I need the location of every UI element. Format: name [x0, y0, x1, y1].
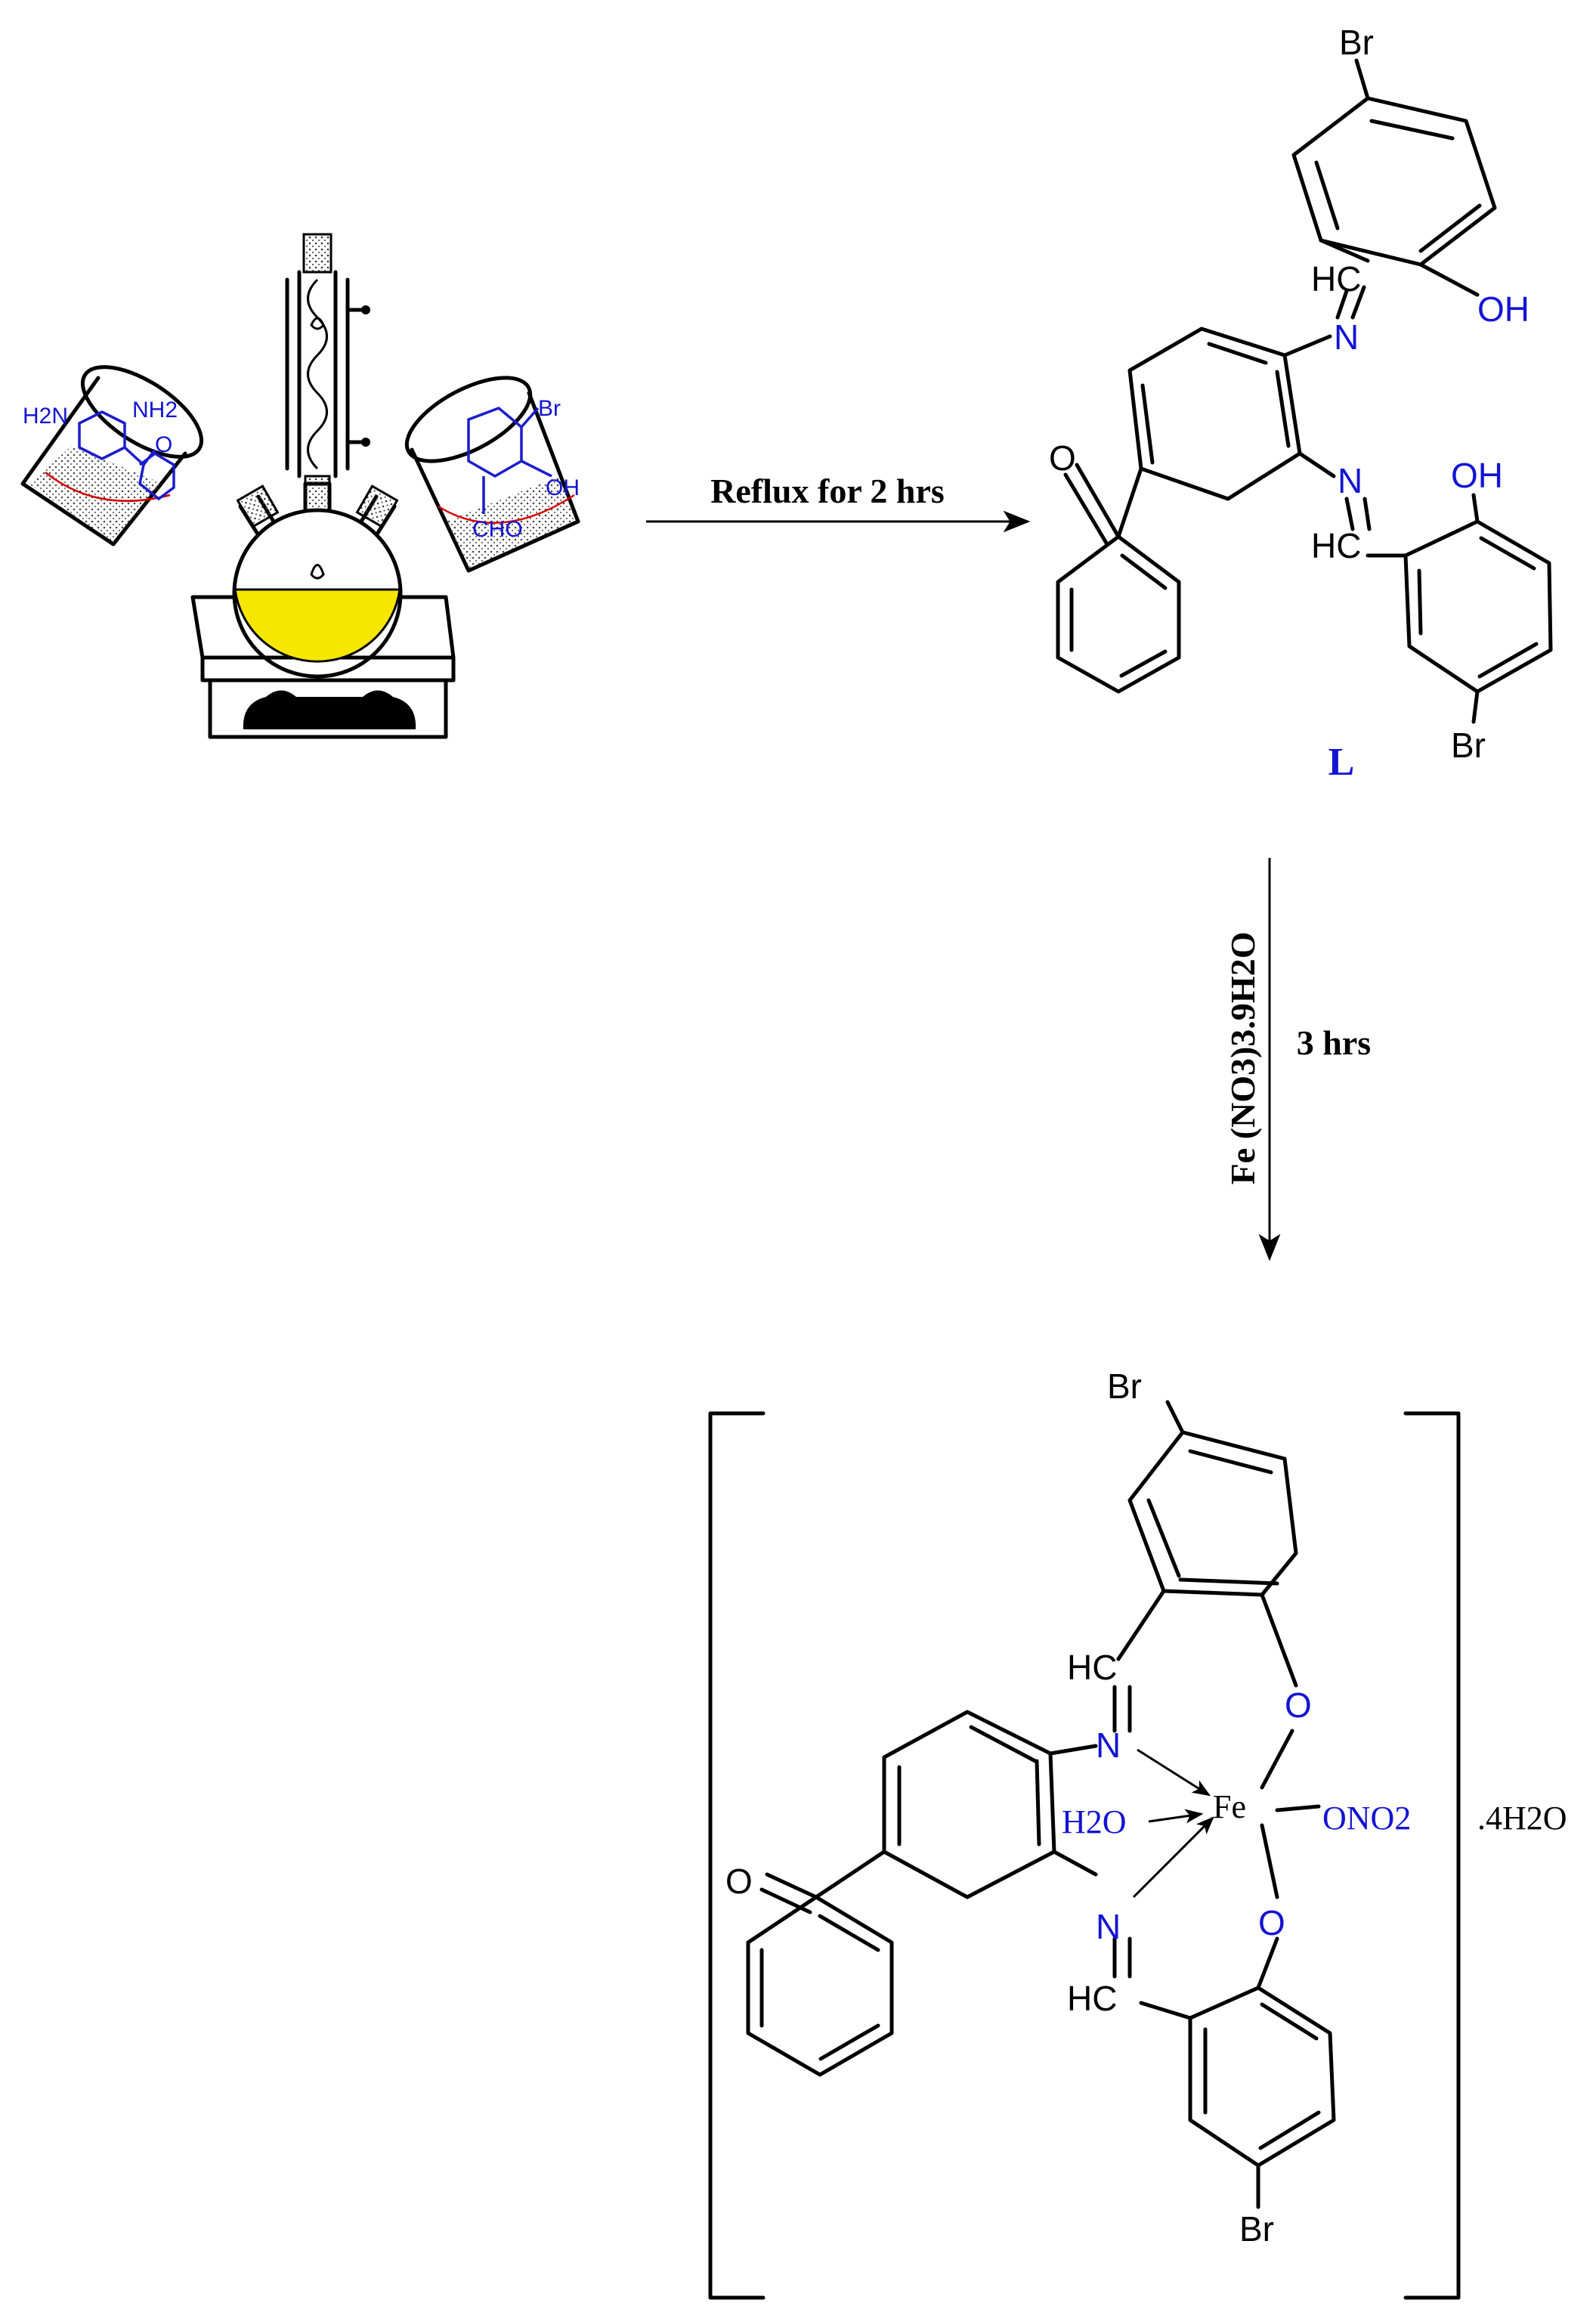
bracket-left [708, 1411, 766, 2300]
complex-o-bottom: O [1258, 1903, 1285, 1942]
complex-n-bottom: N [1096, 1907, 1121, 1946]
complex-hc-top: HC [1067, 1648, 1117, 1687]
ligand-hc-bottom: HC [1311, 526, 1361, 565]
beaker-label-o: O [155, 432, 172, 457]
step2-time: 3 hrs [1297, 1023, 1371, 1062]
step2-reagent: Fe (NO3)3.9H2O [1223, 932, 1262, 1185]
beaker-label-oh: OH [546, 475, 580, 500]
reflux-condenser [285, 233, 370, 512]
ligand-oh-top: OH [1477, 289, 1530, 329]
beaker-diamine: H2N NH2 O [20, 365, 204, 546]
complex-br-bottom: Br [1239, 2209, 1274, 2249]
complex-hc-bottom: HC [1067, 1979, 1117, 2018]
ligand-label: L [1328, 741, 1355, 784]
step1-condition: Reflux for 2 hrs [710, 472, 945, 510]
iron-complex: Br HC O N Fe H2O ONO2 N O HC Br O .4H2O [708, 1367, 1567, 2300]
ligand-o-keto: O [1049, 438, 1076, 478]
reflux-apparatus: H2N NH2 O Br OH CHO [20, 233, 580, 739]
flask-solution [234, 588, 401, 663]
ligand-br-bottom: Br [1451, 726, 1486, 765]
ligand-n-bottom: N [1338, 461, 1362, 500]
complex-hydrate: .4H2O [1477, 1800, 1567, 1837]
beaker-label-cho: CHO [472, 517, 523, 542]
step1-arrow: Reflux for 2 hrs [646, 472, 1031, 533]
beaker-label-h2n: H2N [23, 404, 68, 429]
complex-n-top: N [1096, 1726, 1121, 1765]
ligand-oh-bottom: OH [1451, 456, 1503, 495]
complex-br-top: Br [1107, 1367, 1142, 1406]
step2-arrow: Fe (NO3)3.9H2O 3 hrs [1223, 858, 1371, 1261]
beaker-label-br: Br [538, 396, 561, 421]
ligand-br-top: Br [1339, 23, 1374, 62]
ligand-hc-top: HC [1311, 259, 1361, 299]
complex-h2o: H2O [1062, 1803, 1127, 1840]
ligand-structure: Br OH HC N N HC OH Br O L [1049, 23, 1553, 784]
beaker-label-nh2: NH2 [132, 398, 178, 423]
complex-o-top: O [1285, 1685, 1312, 1725]
bracket-right [1403, 1411, 1461, 2300]
ligand-n-top: N [1334, 317, 1359, 357]
complex-ono2: ONO2 [1322, 1800, 1411, 1837]
round-bottom-flask [232, 481, 403, 679]
complex-o-keto: O [725, 1862, 753, 1901]
complex-fe: Fe [1213, 1788, 1246, 1825]
beaker-aldehyde: Br OH CHO [404, 376, 580, 573]
